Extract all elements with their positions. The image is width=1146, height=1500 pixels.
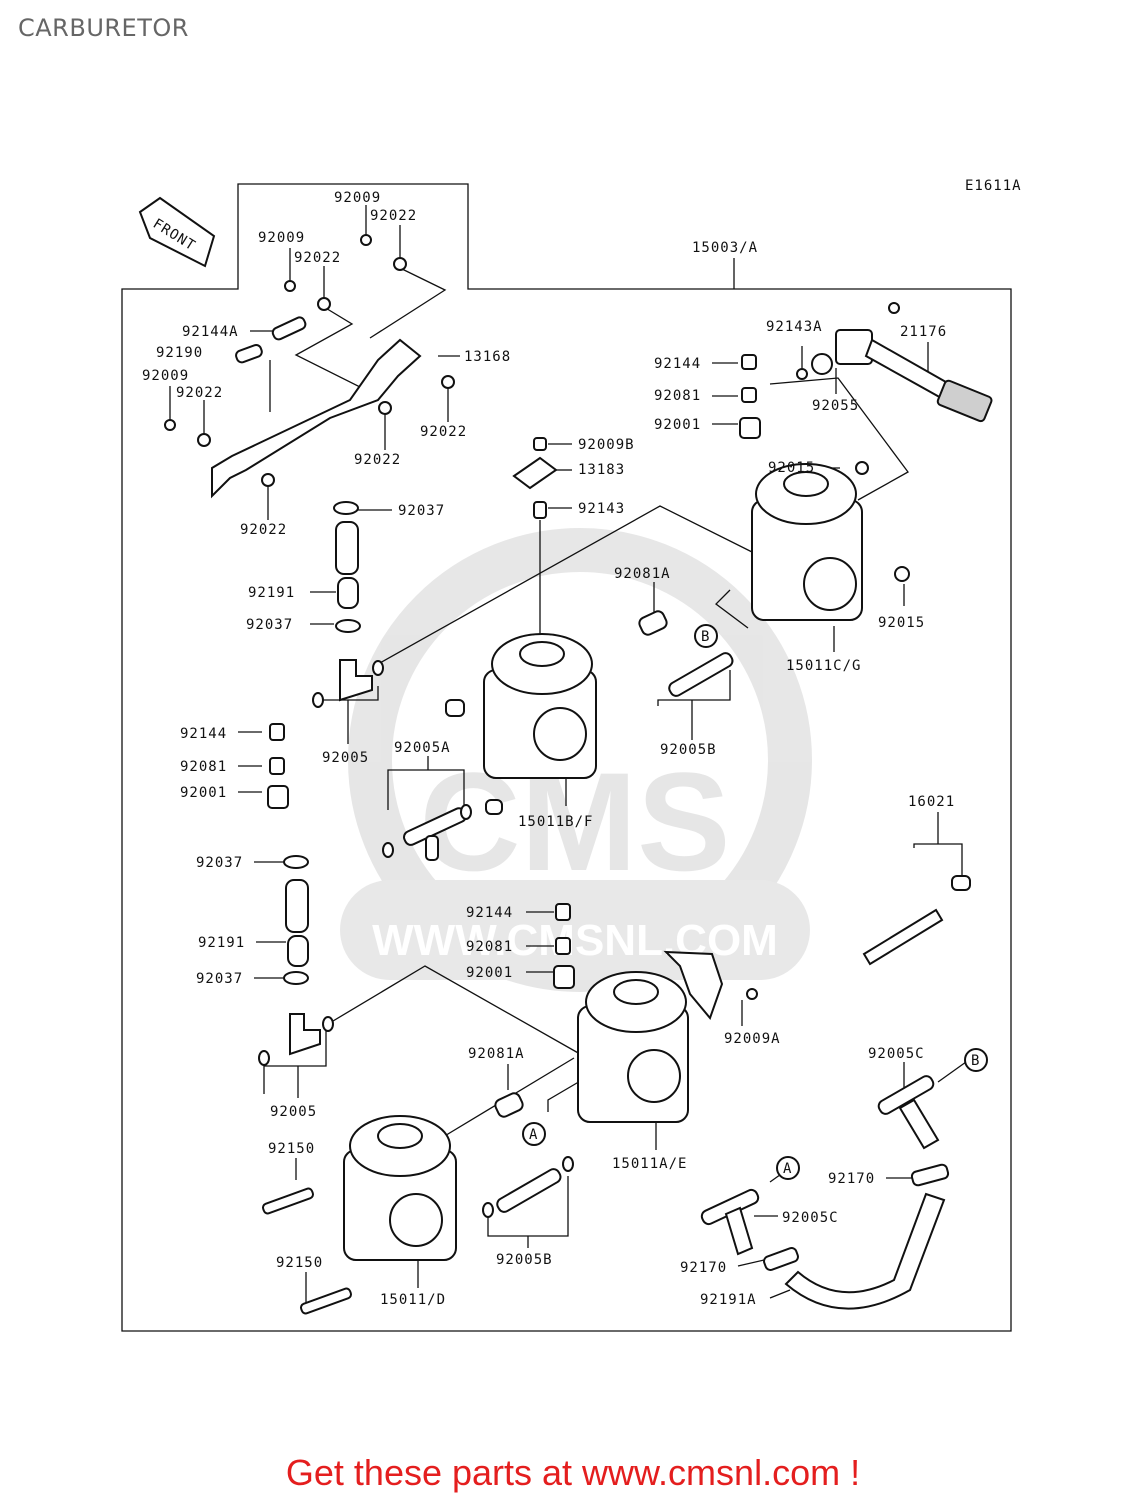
svg-text:B: B [701, 629, 710, 645]
part-label-92150: 92150 [276, 1255, 323, 1271]
part-label-92001: 92001 [180, 785, 227, 801]
diagram-frame [121, 183, 1012, 1332]
part-label-92191: 92191 [248, 585, 295, 601]
carb-body-lower-left [343, 1115, 457, 1261]
part-label-92055: 92055 [812, 398, 859, 414]
part-label-92170: 92170 [828, 1171, 875, 1187]
page-title: CARBURETOR [18, 14, 189, 42]
callout-b-lower: B [964, 1048, 988, 1072]
part-label-92009a: 92009A [724, 1031, 781, 1047]
part-label-92144: 92144 [654, 356, 701, 372]
callout-a-middle: A [522, 1122, 546, 1146]
part-label-92081: 92081 [180, 759, 227, 775]
part-label-92143: 92143 [578, 501, 625, 517]
callout-b-upper: B [694, 624, 718, 648]
part-label-92144a: 92144A [182, 324, 239, 340]
part-label-92022: 92022 [240, 522, 287, 538]
footer-link[interactable]: Get these parts at www.cmsnl.com ! [285, 1452, 861, 1493]
part-label-92005c: 92005C [782, 1210, 839, 1226]
svg-text:A: A [529, 1127, 538, 1143]
watermark-url: WWW.CMSNL.COM [372, 916, 778, 965]
part-label-92009: 92009 [258, 230, 305, 246]
part-label-92009: 92009 [334, 190, 381, 206]
watermark-logo: CMS WWW.CMSNL.COM [340, 528, 812, 992]
part-label-92015: 92015 [768, 460, 815, 476]
part-label-13168: 13168 [464, 349, 511, 365]
part-label-16021: 16021 [908, 794, 955, 810]
front-arrow-icon: FRONT [138, 196, 216, 268]
part-label-15011a-e: 15011A/E [612, 1156, 687, 1172]
part-label-92022: 92022 [294, 250, 341, 266]
part-label-92037: 92037 [398, 503, 445, 519]
carb-body-upper-left [483, 633, 597, 779]
part-label-92005b: 92005B [496, 1252, 553, 1268]
part-label-13183: 13183 [578, 462, 625, 478]
part-label-92144: 92144 [466, 905, 513, 921]
part-label-92009b: 92009B [578, 437, 635, 453]
part-label-92005a: 92005A [394, 740, 451, 756]
part-label-92005c: 92005C [868, 1046, 925, 1062]
part-label-92191: 92191 [198, 935, 245, 951]
part-label-92001: 92001 [654, 417, 701, 433]
part-label-92009: 92009 [142, 368, 189, 384]
part-label-92022: 92022 [176, 385, 223, 401]
carb-bracket [211, 338, 422, 499]
part-label-92144: 92144 [180, 726, 227, 742]
part-label-92022: 92022 [370, 208, 417, 224]
part-labels[interactable]: 15003/A 92009 92022 92009 92022 92144A 9… [142, 190, 955, 1308]
part-label-92015: 92015 [878, 615, 925, 631]
part-label-92191a: 92191A [700, 1292, 757, 1308]
part-label-92022: 92022 [420, 424, 467, 440]
part-label-92081: 92081 [466, 939, 513, 955]
part-label-92170: 92170 [680, 1260, 727, 1276]
part-label-92037: 92037 [246, 617, 293, 633]
part-label-92190: 92190 [156, 345, 203, 361]
part-label-15011b-f: 15011B/F [518, 814, 593, 830]
part-label-92037: 92037 [196, 971, 243, 987]
part-label-15003-a: 15003/A [692, 240, 758, 256]
part-label-15011c-g: 15011C/G [786, 658, 861, 674]
part-label-92143a: 92143A [766, 319, 823, 335]
part-label-92001: 92001 [466, 965, 513, 981]
part-label-92005: 92005 [322, 750, 369, 766]
carb-body-upper-right [751, 463, 863, 621]
part-label-92081: 92081 [654, 388, 701, 404]
part-label-92081a: 92081A [468, 1046, 525, 1062]
diagram-code: E1611A [965, 178, 1022, 194]
callout-a-lower: A [776, 1156, 800, 1180]
part-illustrations [164, 234, 993, 1315]
part-label-92022: 92022 [354, 452, 401, 468]
part-label-92005b: 92005B [660, 742, 717, 758]
part-label-92005: 92005 [270, 1104, 317, 1120]
svg-text:A: A [783, 1161, 792, 1177]
svg-text:B: B [971, 1053, 980, 1069]
part-label-15011-d: 15011/D [380, 1292, 446, 1308]
part-label-92150: 92150 [268, 1141, 315, 1157]
carb-body-lower-right [577, 971, 689, 1123]
part-label-21176: 21176 [900, 324, 947, 340]
part-label-92081a: 92081A [614, 566, 671, 582]
part-label-92037: 92037 [196, 855, 243, 871]
